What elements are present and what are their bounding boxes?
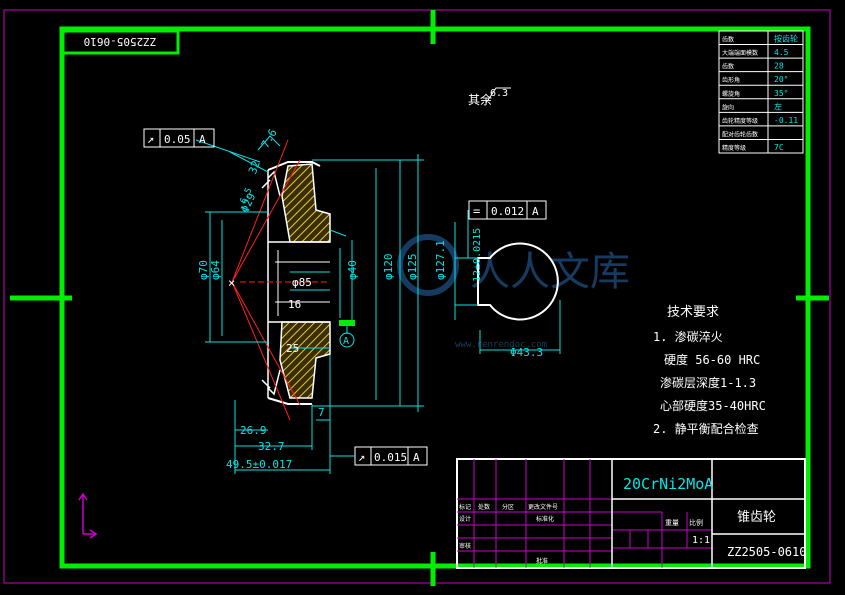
dim-r16: 16 xyxy=(288,298,301,311)
param-label-8: 精度等级 xyxy=(722,144,746,152)
svg-text:人人文库: 人人文库 xyxy=(470,249,630,295)
weight-label: 重量 xyxy=(665,519,679,527)
tech-req-item-4: 2. 静平衡配合检查 xyxy=(653,421,759,436)
ucs-icon xyxy=(78,492,98,539)
dim-d120: φ120 xyxy=(382,254,395,281)
dim-r7: 7 xyxy=(318,406,325,419)
dim-r32: 32.7 xyxy=(258,440,285,453)
tech-req-item-2: 渗碳层深度1-1.3 xyxy=(660,375,756,390)
datum-a-label: A xyxy=(343,336,349,347)
tb-check: 审核 xyxy=(459,542,471,550)
tech-req-item-3: 心部硬度35-40HRC xyxy=(660,398,766,413)
param-value-2: 28 xyxy=(774,62,784,71)
param-value-1: 4.5 xyxy=(774,48,789,57)
gear-section-view: × xyxy=(195,127,447,474)
rotated-code-box xyxy=(60,29,180,55)
roughness-value: 6.3 xyxy=(490,88,508,99)
svg-text:0.015: 0.015 xyxy=(374,451,407,464)
param-value-5: 左 xyxy=(774,101,782,111)
scale-label: 比例 xyxy=(689,518,703,527)
tolerance-runout-bottom: ↗ 0.015 A xyxy=(330,446,428,466)
dim-a32: 32 xyxy=(246,159,263,176)
sheet-border xyxy=(3,9,831,584)
tb-design: 设计 xyxy=(459,515,471,523)
param-label-4: 螺旋角 xyxy=(722,90,740,98)
dim-d125: φ125 xyxy=(406,254,419,281)
hatch-upper xyxy=(281,163,331,243)
param-label-7: 配对齿轮齿数 xyxy=(722,130,758,138)
dim-d12: 12±0.0215 xyxy=(472,228,483,282)
svg-text:A: A xyxy=(413,451,420,464)
svg-text:0.05: 0.05 xyxy=(164,133,191,146)
svg-text:↗: ↗ xyxy=(358,450,365,464)
roughness-note: 其余 6.3 xyxy=(468,87,511,107)
svg-text:A: A xyxy=(199,133,206,146)
tolerance-runout-top: ↗ 0.05 A xyxy=(143,128,215,148)
dim-a76: 7.6 xyxy=(259,127,280,151)
param-value-4: 35° xyxy=(774,89,788,98)
dim-d85: φ85 xyxy=(292,276,312,289)
tb-approve: 批准 xyxy=(536,557,548,565)
bore-keyway-view: 12±0.0215 Φ43.3 xyxy=(454,210,561,359)
svg-text:↗: ↗ xyxy=(147,132,154,146)
tech-req-item-0: 1. 渗碳淬火 xyxy=(653,329,723,344)
dim-r25: 25 xyxy=(286,342,299,355)
title-block: 20CrNi2MoA 锥齿轮 ZZ2505-0610 重量 比例 1:1 标记 … xyxy=(456,458,806,569)
tb-mark: 标记 xyxy=(459,503,471,511)
tb-standard: 标准化 xyxy=(536,515,554,523)
param-label-5: 旋向 xyxy=(722,103,734,111)
svg-text:0.012: 0.012 xyxy=(491,205,524,218)
hatch-lower xyxy=(279,321,331,399)
param-label-2: 齿数 xyxy=(722,63,734,71)
param-label-6: 齿轮精度等级 xyxy=(722,117,758,125)
svg-text:=: = xyxy=(473,204,480,218)
part-name: 锥齿轮 xyxy=(737,510,776,525)
datum-a-marker xyxy=(339,332,355,348)
tb-zone: 分区 xyxy=(502,503,514,511)
drawing-no: ZZ2505-0610 xyxy=(727,545,806,559)
tech-requirements: 技术要求 1. 渗碳淬火 硬度 56-60 HRC 渗碳层深度1-1.3 心部硬… xyxy=(653,305,766,436)
param-label-1: 大端端面模数 xyxy=(722,49,758,57)
param-value-0: 按齿轮 xyxy=(774,34,798,44)
dim-d70: φ70 xyxy=(197,260,210,280)
watermark: 人人文库 www.renrendoc.com xyxy=(397,234,630,350)
param-value-8: 7C xyxy=(774,143,784,152)
roughness-label: 其余 xyxy=(468,92,492,107)
tb-count: 处数 xyxy=(478,503,490,511)
dim-d127: φ127.1 xyxy=(434,240,447,280)
axis-cross: × xyxy=(228,276,235,290)
rotated-code: ZZ2505-0610 xyxy=(84,35,157,48)
tb-change: 更改文件号 xyxy=(528,503,558,511)
material: 20CrNi2MoA xyxy=(623,475,713,493)
dim-d64: φ64 xyxy=(209,260,222,280)
param-value-3: 20° xyxy=(774,75,788,84)
dim-d40: φ40 xyxy=(346,260,359,280)
svg-text:www.renrendoc.com: www.renrendoc.com xyxy=(455,340,547,350)
dim-d43: Φ43.3 xyxy=(510,346,543,359)
param-label-3: 齿形角 xyxy=(722,76,740,84)
param-label-0: 齿数 xyxy=(722,36,734,44)
centering-marks xyxy=(10,10,829,586)
scale-value: 1:1 xyxy=(692,535,710,546)
tech-req-title: 技术要求 xyxy=(667,305,719,320)
tolerance-symmetry: = 0.012 A xyxy=(468,200,547,220)
svg-text:A: A xyxy=(532,205,539,218)
dim-r26: 26.9 xyxy=(240,424,267,437)
tech-req-item-1: 硬度 56-60 HRC xyxy=(664,352,760,367)
param-value-6: -0.11 xyxy=(774,116,798,125)
dim-r49: 49.5±0.017 xyxy=(226,458,292,471)
